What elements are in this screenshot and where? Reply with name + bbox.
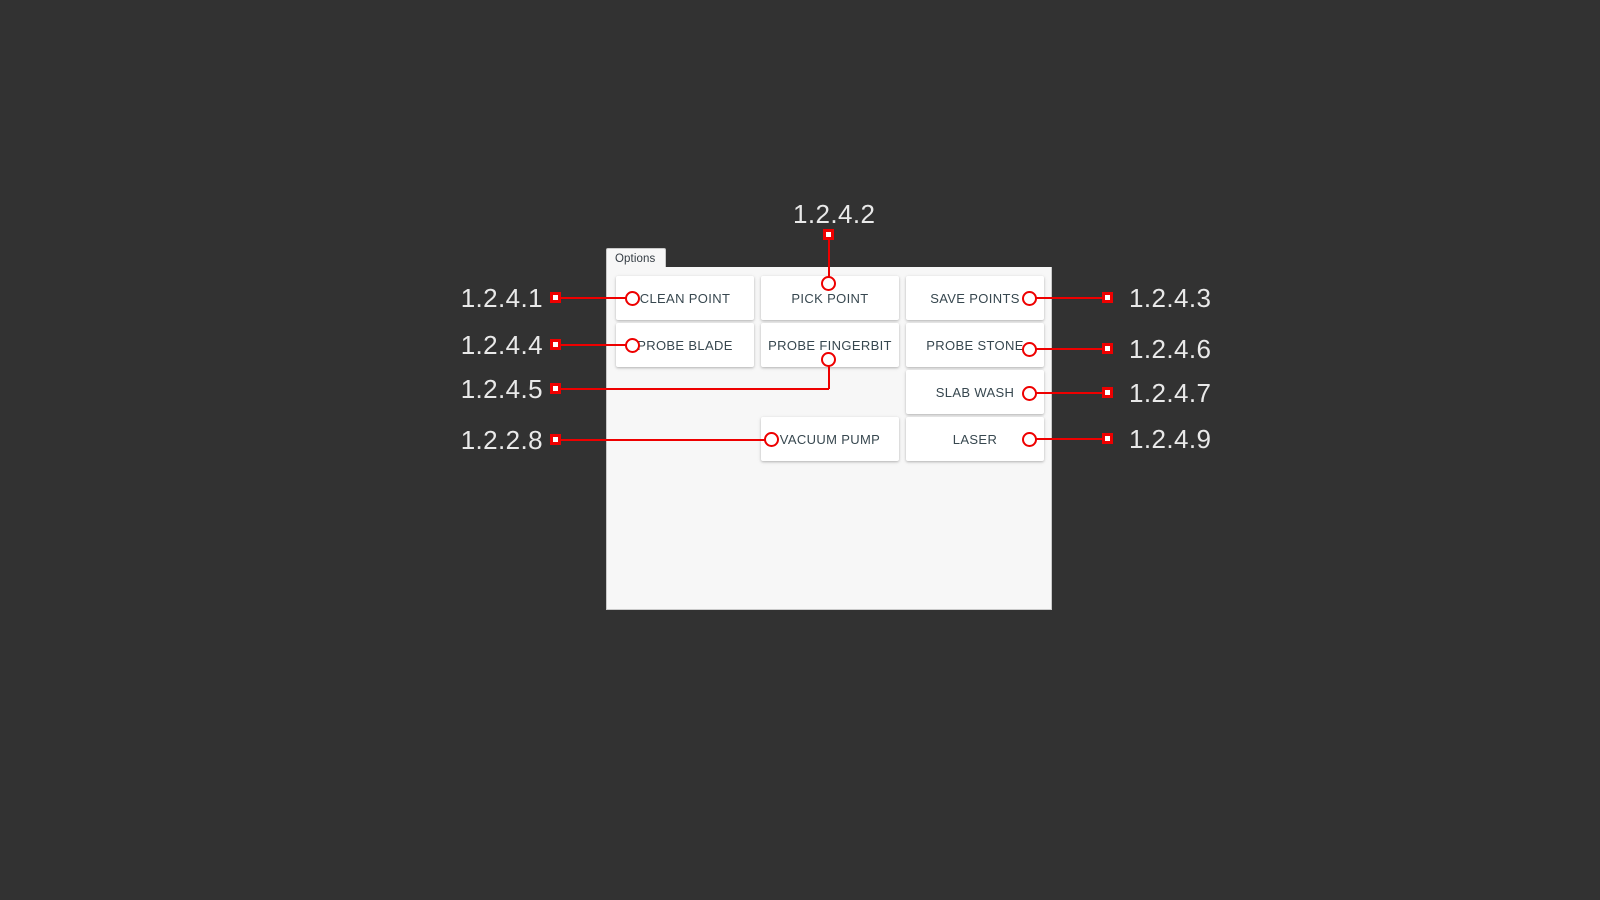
annotation-label-1-2-4-7: 1.2.4.7 — [1129, 378, 1212, 408]
annotation-square-marker-1-2-4-3 — [1102, 292, 1113, 303]
annotation-square-marker-1-2-4-1 — [550, 292, 561, 303]
annotation-label-1-2-4-9: 1.2.4.9 — [1129, 424, 1212, 454]
button-slab-wash[interactable]: SLAB WASH — [906, 370, 1044, 414]
annotation-square-marker-1-2-4-2 — [823, 229, 834, 240]
button-slab-wash-label: SLAB WASH — [935, 384, 1015, 400]
button-laser-label: LASER — [952, 431, 998, 447]
button-probe-stone-label: PROBE STONE — [926, 337, 1024, 353]
button-pick-point[interactable]: PICK POINT — [761, 276, 899, 320]
button-save-points-label: SAVE POINTS — [930, 290, 1020, 306]
button-laser[interactable]: LASER — [906, 417, 1044, 461]
button-clean-point-label: CLEAN POINT — [639, 290, 731, 306]
annotation-label-1-2-4-5: 1.2.4.5 — [460, 374, 543, 404]
annotation-label-1-2-4-1: 1.2.4.1 — [460, 283, 543, 313]
annotation-square-marker-1-2-4-6 — [1102, 343, 1113, 354]
annotation-square-marker-1-2-2-8 — [550, 434, 561, 445]
button-probe-blade-label: PROBE BLADE — [637, 337, 733, 353]
button-probe-fingerbit-label: PROBE FINGERBIT — [768, 337, 892, 353]
button-probe-blade[interactable]: PROBE BLADE — [616, 323, 754, 367]
button-vacuum-pump[interactable]: VACUUM PUMP — [761, 417, 899, 461]
annotation-label-1-2-4-6: 1.2.4.6 — [1129, 334, 1212, 364]
annotation-label-1-2-4-3: 1.2.4.3 — [1129, 283, 1212, 313]
tab-options[interactable]: Options — [606, 248, 666, 268]
button-clean-point[interactable]: CLEAN POINT — [616, 276, 754, 320]
annotation-label-1-2-4-2: 1.2.4.2 — [793, 199, 876, 229]
tab-options-label: Options — [615, 252, 656, 265]
annotation-label-1-2-2-8: 1.2.2.8 — [460, 425, 543, 455]
annotation-square-marker-1-2-4-9 — [1102, 433, 1113, 444]
options-panel: CLEAN POINT PICK POINT SAVE POINTS PROBE… — [606, 267, 1052, 610]
annotation-label-1-2-4-4: 1.2.4.4 — [460, 330, 543, 360]
button-probe-fingerbit[interactable]: PROBE FINGERBIT — [761, 323, 899, 367]
annotation-square-marker-1-2-4-4 — [550, 339, 561, 350]
annotation-square-marker-1-2-4-7 — [1102, 387, 1113, 398]
annotation-square-marker-1-2-4-5 — [550, 383, 561, 394]
button-pick-point-label: PICK POINT — [791, 290, 869, 306]
button-probe-stone[interactable]: PROBE STONE — [906, 323, 1044, 367]
button-vacuum-pump-label: VACUUM PUMP — [779, 431, 881, 447]
button-save-points[interactable]: SAVE POINTS — [906, 276, 1044, 320]
